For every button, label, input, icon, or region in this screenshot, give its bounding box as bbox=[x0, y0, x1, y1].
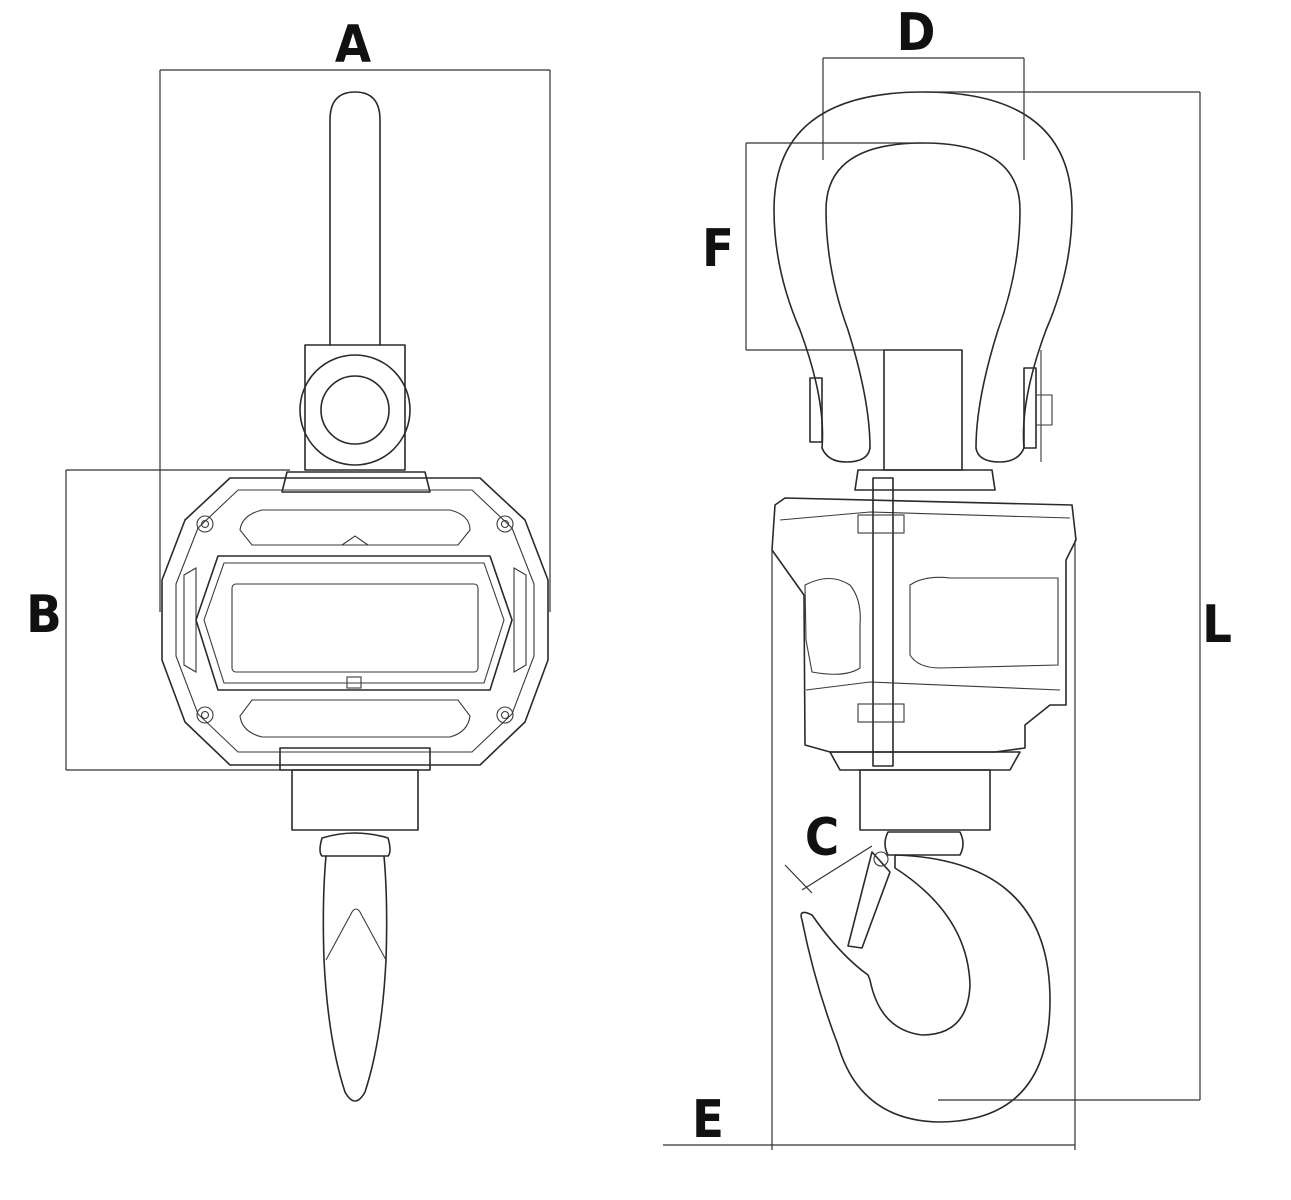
side-left-panel bbox=[804, 577, 861, 675]
side-vertical-plate bbox=[872, 477, 894, 767]
label-e: E bbox=[692, 1090, 724, 1150]
front-top-neck bbox=[281, 471, 431, 493]
side-latch-pivot bbox=[873, 851, 889, 867]
side-pin-cotter bbox=[1036, 350, 1053, 462]
side-pin-right-head bbox=[1023, 367, 1037, 449]
front-housing-inner bbox=[175, 489, 535, 753]
dimension-lines bbox=[65, 57, 1201, 1150]
front-shackle-bar bbox=[329, 91, 381, 346]
screw-icon bbox=[496, 515, 514, 533]
screw-icon bbox=[500, 519, 510, 529]
front-hook-keel bbox=[325, 908, 387, 961]
side-top-neck bbox=[854, 469, 996, 491]
side-bottom-neck bbox=[829, 751, 1021, 771]
label-b: B bbox=[26, 585, 62, 645]
front-hook-shank-block bbox=[291, 769, 419, 831]
label-l: L bbox=[1202, 595, 1232, 655]
front-housing-outer bbox=[161, 477, 549, 766]
screw-icon bbox=[500, 710, 510, 720]
side-housing-band-bottom bbox=[805, 681, 1061, 691]
screw-icon bbox=[200, 710, 210, 720]
dim-c-line bbox=[801, 845, 873, 891]
screw-icon bbox=[496, 706, 514, 724]
side-shackle-left-foot bbox=[821, 447, 871, 463]
side-shackle-right-foot bbox=[975, 447, 1025, 463]
side-housing-band-top bbox=[779, 511, 1071, 521]
side-shackle-bow-outer bbox=[773, 91, 1073, 449]
front-view bbox=[161, 91, 549, 1102]
front-shackle-eye-inner bbox=[320, 375, 390, 445]
side-clip-bottom bbox=[857, 703, 905, 723]
front-bottom-bar bbox=[239, 699, 471, 738]
label-c: C bbox=[805, 808, 839, 868]
side-clip-top bbox=[857, 514, 905, 534]
front-bottom-neck bbox=[279, 747, 431, 771]
front-swivel-block bbox=[304, 344, 406, 471]
front-top-bar bbox=[239, 509, 471, 546]
screw-icon bbox=[196, 515, 214, 533]
front-display-frame bbox=[195, 555, 513, 691]
label-f: F bbox=[702, 219, 734, 279]
screw-icon bbox=[200, 519, 210, 529]
label-d: D bbox=[897, 3, 936, 63]
side-hook-shank-block bbox=[859, 769, 991, 831]
dimension-labels: A B C D E F L bbox=[26, 3, 1232, 1150]
front-lcd-window bbox=[231, 583, 479, 673]
front-hook-profile bbox=[322, 855, 388, 1102]
side-view bbox=[771, 91, 1077, 1123]
side-hook-body bbox=[800, 854, 1051, 1123]
front-display-frame-inner bbox=[203, 562, 505, 684]
screw-icon bbox=[196, 706, 214, 724]
front-top-notch bbox=[341, 535, 369, 546]
label-a: A bbox=[335, 15, 371, 75]
side-hook-latch bbox=[847, 851, 891, 949]
side-housing-outer bbox=[771, 497, 1077, 753]
side-swivel-block bbox=[883, 349, 963, 471]
front-right-grip bbox=[513, 567, 527, 673]
side-shackle-bow-inner bbox=[825, 142, 1021, 449]
side-pin-left-head bbox=[809, 377, 823, 443]
front-indicator-led bbox=[346, 676, 362, 689]
side-right-panel bbox=[909, 576, 1059, 669]
dim-c-ext bbox=[784, 864, 813, 894]
side-hook-collar bbox=[884, 831, 964, 856]
front-left-grip bbox=[183, 567, 197, 673]
front-hook-collar bbox=[319, 832, 391, 857]
front-shackle-eye-outer bbox=[299, 354, 411, 466]
